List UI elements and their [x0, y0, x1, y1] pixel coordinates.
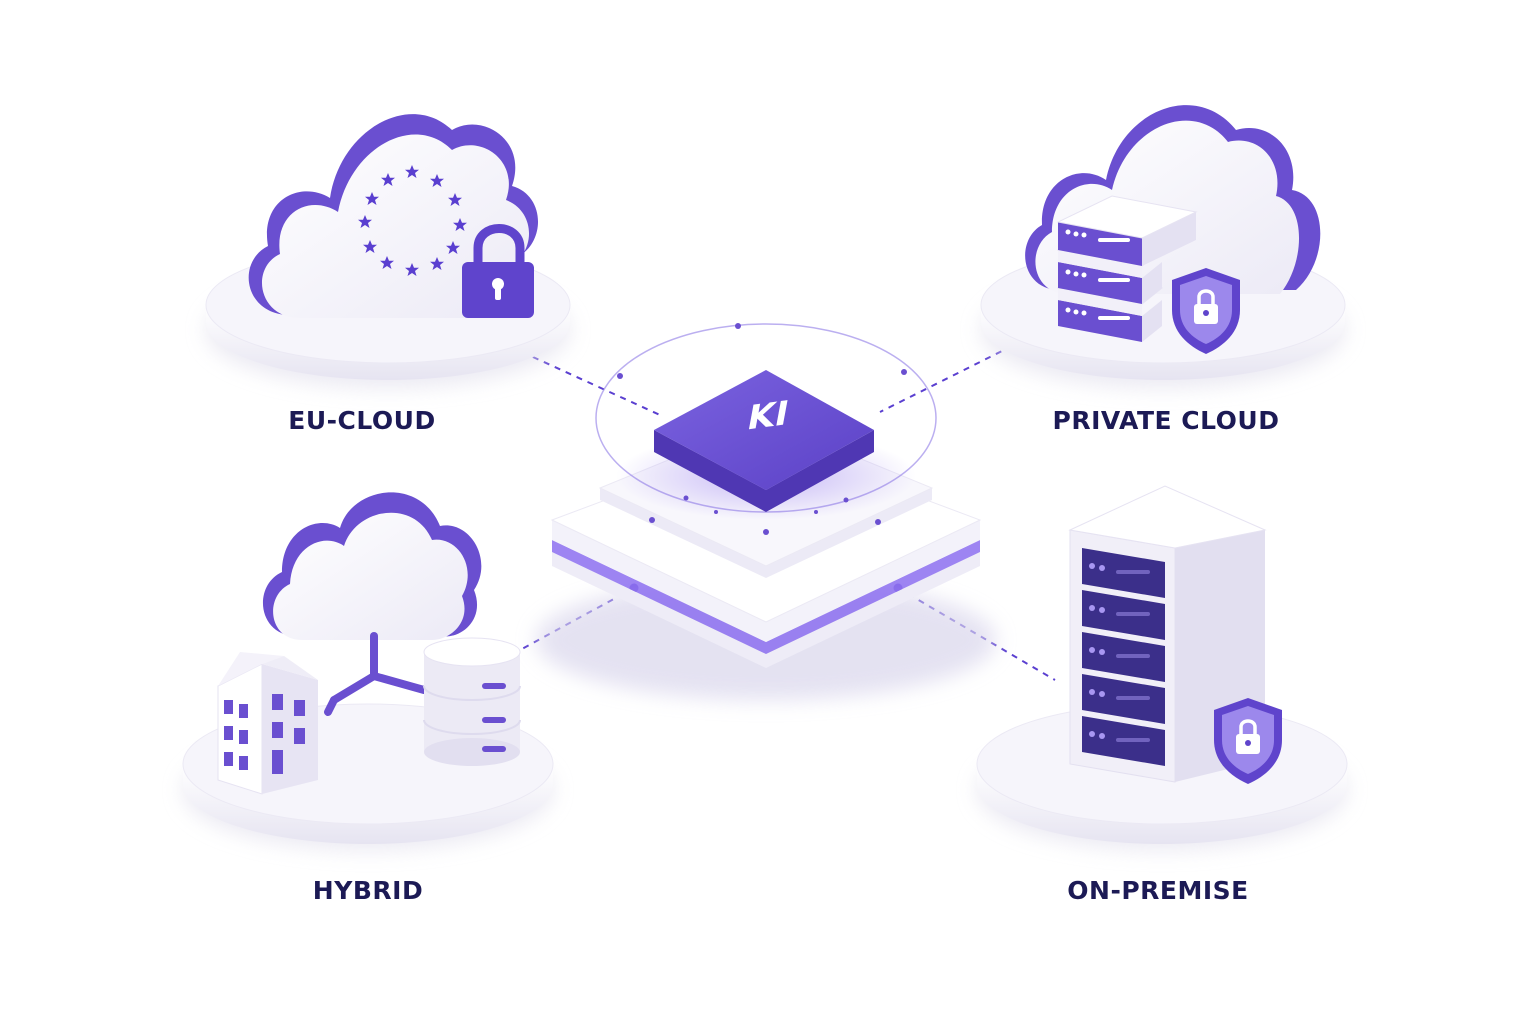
cloud-link-icon: [324, 632, 428, 716]
server-stack-icon: [1056, 195, 1198, 342]
private-cloud-node: [980, 105, 1346, 388]
on-premise-node: [976, 485, 1348, 850]
ki-hub: [536, 323, 996, 700]
cloud-icon: [262, 492, 482, 640]
padlock-icon: [462, 224, 534, 318]
eu-cloud-node: [205, 114, 571, 388]
eu-cloud-label: EU-CLOUD: [288, 406, 436, 435]
hybrid-label: HYBRID: [312, 876, 424, 905]
database-icon: [423, 637, 521, 766]
hybrid-node: [182, 492, 554, 850]
connector-private-cloud: [879, 345, 1013, 413]
private-cloud-label: PRIVATE CLOUD: [1052, 406, 1280, 435]
on-premise-label: ON-PREMISE: [1067, 876, 1249, 905]
connector-eu-cloud: [521, 351, 661, 416]
office-building-icon: [217, 652, 318, 795]
